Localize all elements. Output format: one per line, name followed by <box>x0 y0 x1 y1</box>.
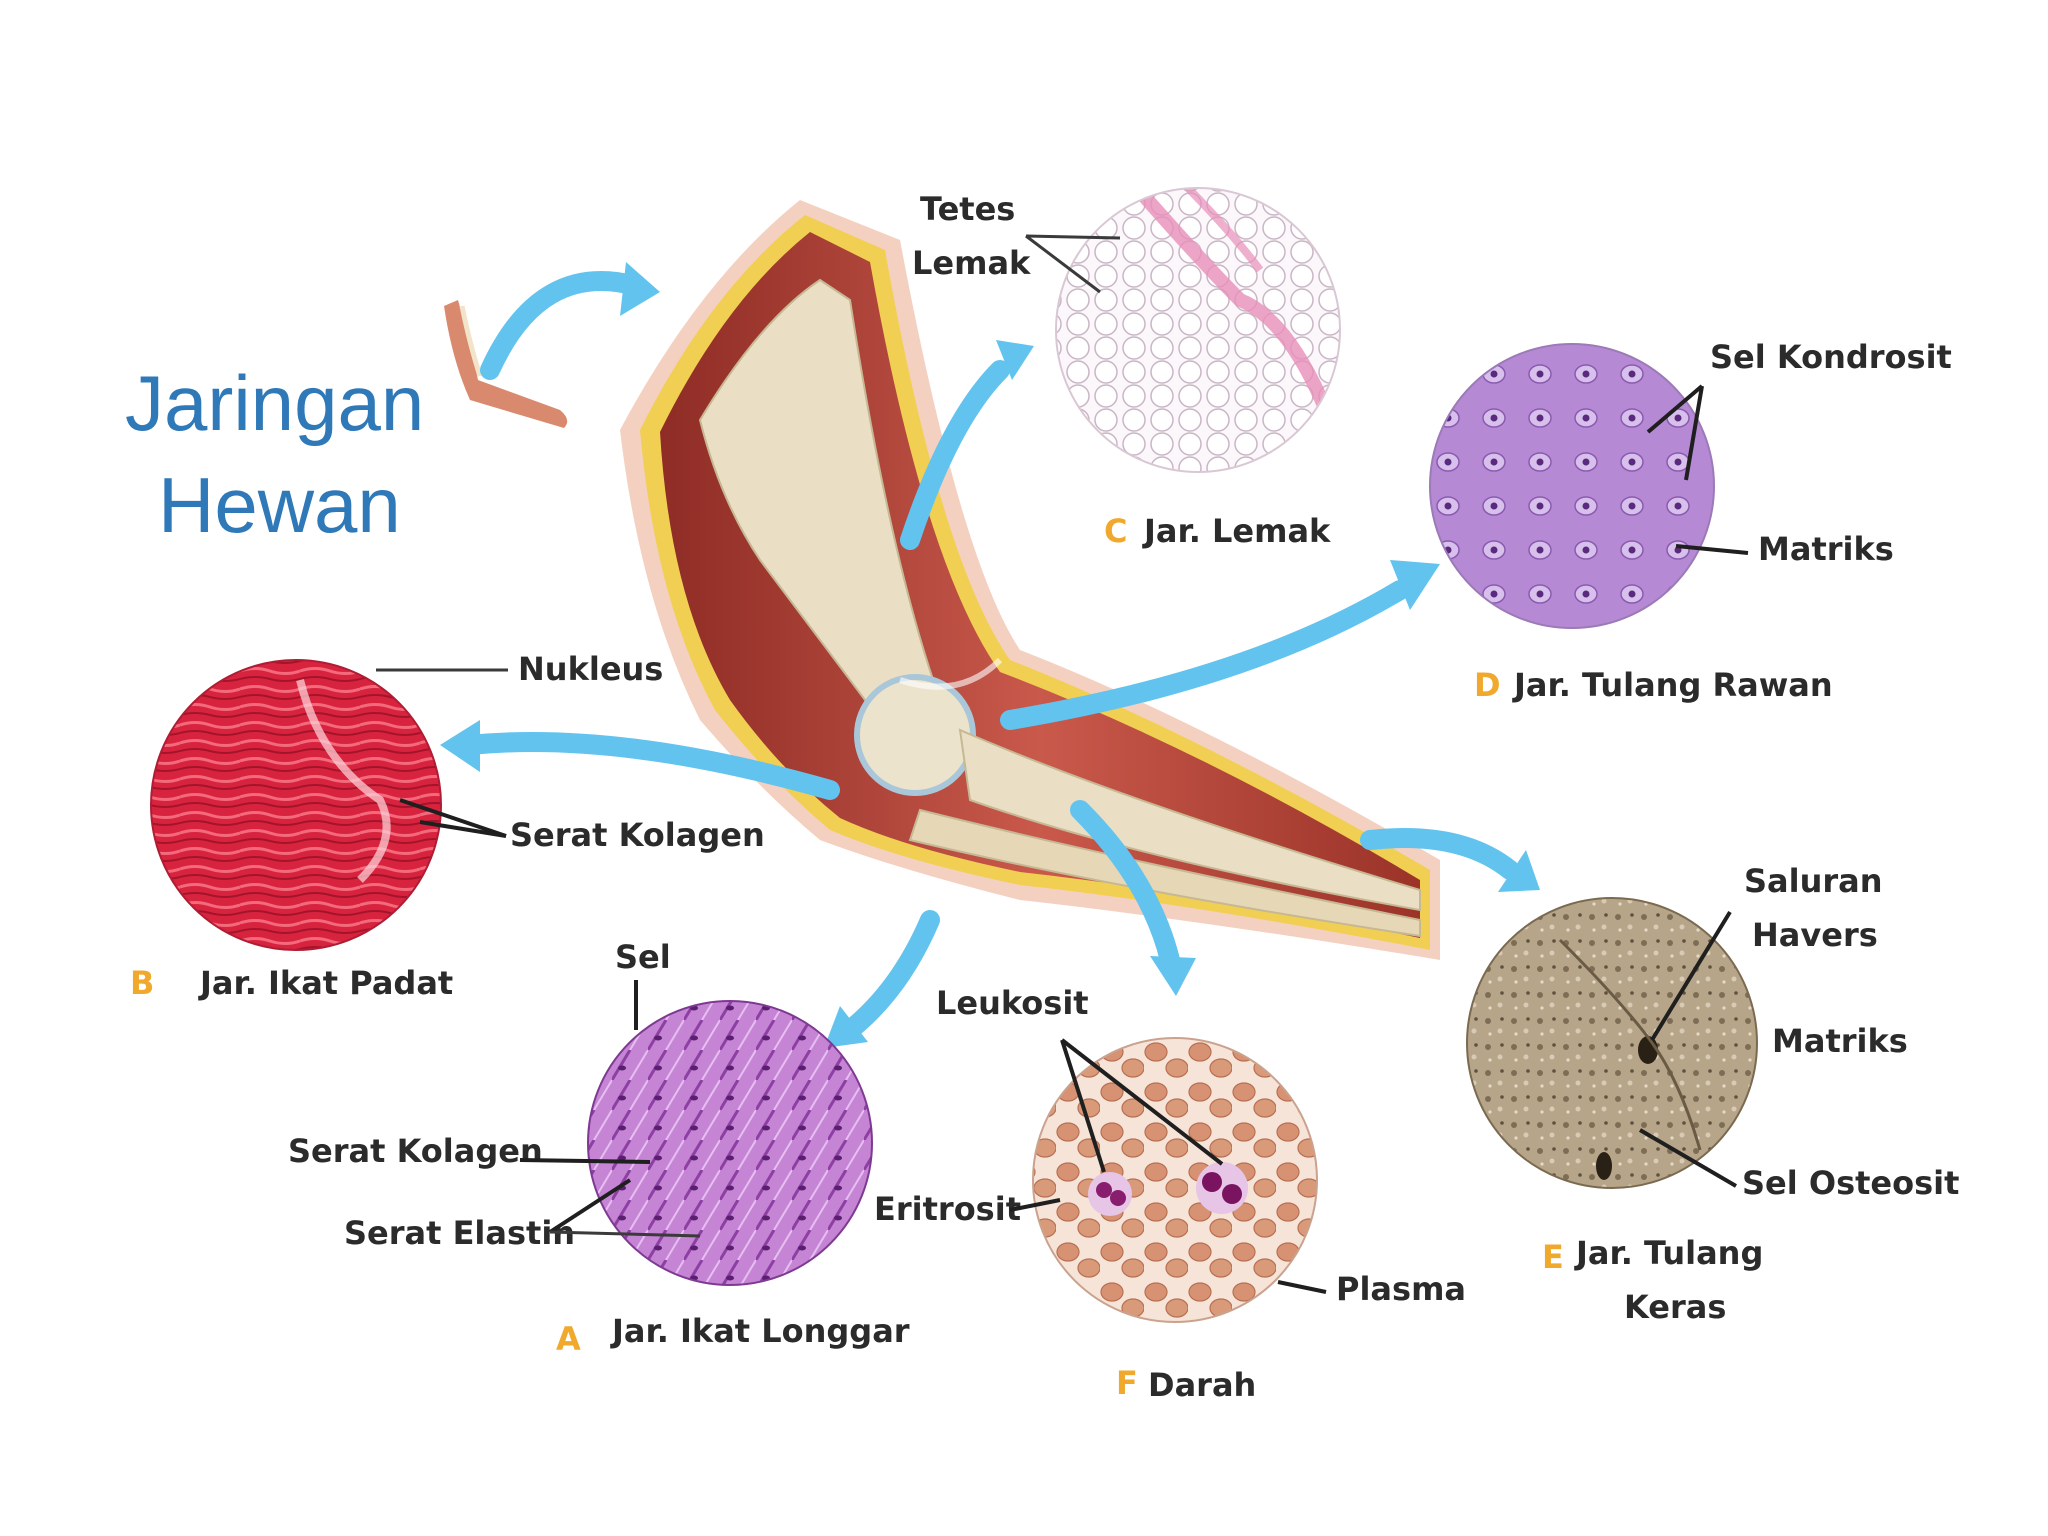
arrowhead-to-lemak <box>996 340 1034 380</box>
darah-name: Darah <box>1148 1366 1256 1404</box>
lemak-tetes-label-1: Tetes <box>920 190 1015 228</box>
lemak-name: Jar. Lemak <box>1142 512 1331 550</box>
darah-plasma-pointer <box>1277 1280 1327 1294</box>
arrow-to-lemak <box>900 360 1010 550</box>
lemak-letter: C <box>1104 512 1127 550</box>
darah-eritrosit-pointer <box>1009 1198 1061 1212</box>
rawan-sel-pointer-1 <box>1646 384 1704 434</box>
longgar-kolagen-label: Serat Kolagen <box>288 1132 543 1170</box>
rawan-name: Jar. Tulang Rawan <box>1512 666 1833 704</box>
elbow-cross-section <box>620 200 1440 960</box>
padat-name: Jar. Ikat Padat <box>198 964 453 1002</box>
keras-matriks-label: Matriks <box>1772 1022 1908 1060</box>
longgar-elastin-pointer-2 <box>549 1230 701 1238</box>
lemak-tetes-label-2: Lemak <box>912 244 1031 282</box>
darah-eritrosit-label: Eritrosit <box>874 1190 1021 1228</box>
rawan-matriks-label: Matriks <box>1758 530 1894 568</box>
arrow-to-darah <box>1070 800 1180 970</box>
longgar-elastin-pointer-1 <box>548 1178 632 1234</box>
darah-plasma-label: Plasma <box>1336 1270 1466 1308</box>
longgar-name: Jar. Ikat Longgar <box>610 1312 910 1350</box>
lemak-pointer-1 <box>1025 234 1121 240</box>
arrowhead-to-longgar <box>824 1006 868 1048</box>
padat-serat-label: Serat Kolagen <box>510 816 765 854</box>
tissue-ikat-longgar: Sel Serat Kolagen Serat Elastin A Jar. I… <box>288 938 910 1358</box>
longgar-kolagen-pointer <box>519 1158 651 1164</box>
arrowhead-to-arm <box>620 262 660 316</box>
padat-letter: B <box>130 964 154 1002</box>
longgar-sel-label: Sel <box>615 938 671 976</box>
rawan-letter: D <box>1474 666 1501 704</box>
keras-osteosit-label: Sel Osteosit <box>1742 1164 1959 1202</box>
arrow-to-longgar <box>840 910 940 1040</box>
longgar-elastin-label: Serat Elastin <box>344 1214 575 1252</box>
tissue-lemak: Tetes Lemak C Jar. Lemak <box>912 187 1341 550</box>
tissue-darah: Leukosit Eritrosit Plasma F Darah <box>874 984 1466 1404</box>
darah-leukosit-label: Leukosit <box>936 984 1089 1022</box>
keras-letter: E <box>1542 1238 1564 1276</box>
arrow-to-keras <box>1360 828 1520 880</box>
tissue-tulang-rawan: Sel Kondrosit Matriks D Jar. Tulang Rawa… <box>1429 338 1952 704</box>
arrow-to-padat <box>460 732 840 800</box>
keras-name-2: Keras <box>1624 1288 1726 1326</box>
title-line-1: Jaringan <box>125 359 424 447</box>
title-line-2: Hewan <box>158 461 401 549</box>
keras-name-1: Jar. Tulang <box>1574 1234 1763 1272</box>
keras-osteosit-pointer <box>1638 1128 1738 1188</box>
keras-saluran-pointer <box>1650 910 1732 1042</box>
lemak-pointer-2 <box>1025 234 1101 294</box>
arrowhead-to-keras <box>1498 850 1540 892</box>
arrow-to-arm <box>480 271 646 380</box>
keras-saluran-label-1: Saluran <box>1744 862 1883 900</box>
longgar-letter: A <box>556 1320 581 1358</box>
arrowhead-to-rawan <box>1390 560 1440 610</box>
padat-nukleus-label: Nukleus <box>518 650 663 688</box>
darah-leukosit-pointer-1 <box>1060 1039 1106 1173</box>
tissue-ikat-padat: Nukleus Serat Kolagen B Jar. Ikat Padat <box>130 650 765 1002</box>
rawan-matriks-pointer <box>1675 544 1749 555</box>
arrowhead-to-padat <box>440 720 480 772</box>
darah-letter: F <box>1116 1364 1138 1402</box>
tissue-tulang-keras: Saluran Havers Matriks Sel Osteosit E Ja… <box>1466 862 1959 1326</box>
padat-serat-pointer-2 <box>419 820 507 838</box>
keras-saluran-label-2: Havers <box>1752 916 1878 954</box>
padat-serat-pointer-1 <box>399 798 507 838</box>
small-arm-icon <box>444 300 568 428</box>
arrow-to-rawan <box>1000 580 1410 730</box>
arrowhead-to-darah <box>1150 956 1196 996</box>
rawan-sel-label: Sel Kondrosit <box>1710 338 1952 376</box>
rawan-sel-pointer-2 <box>1684 385 1704 481</box>
darah-leukosit-pointer-2 <box>1060 1038 1224 1166</box>
